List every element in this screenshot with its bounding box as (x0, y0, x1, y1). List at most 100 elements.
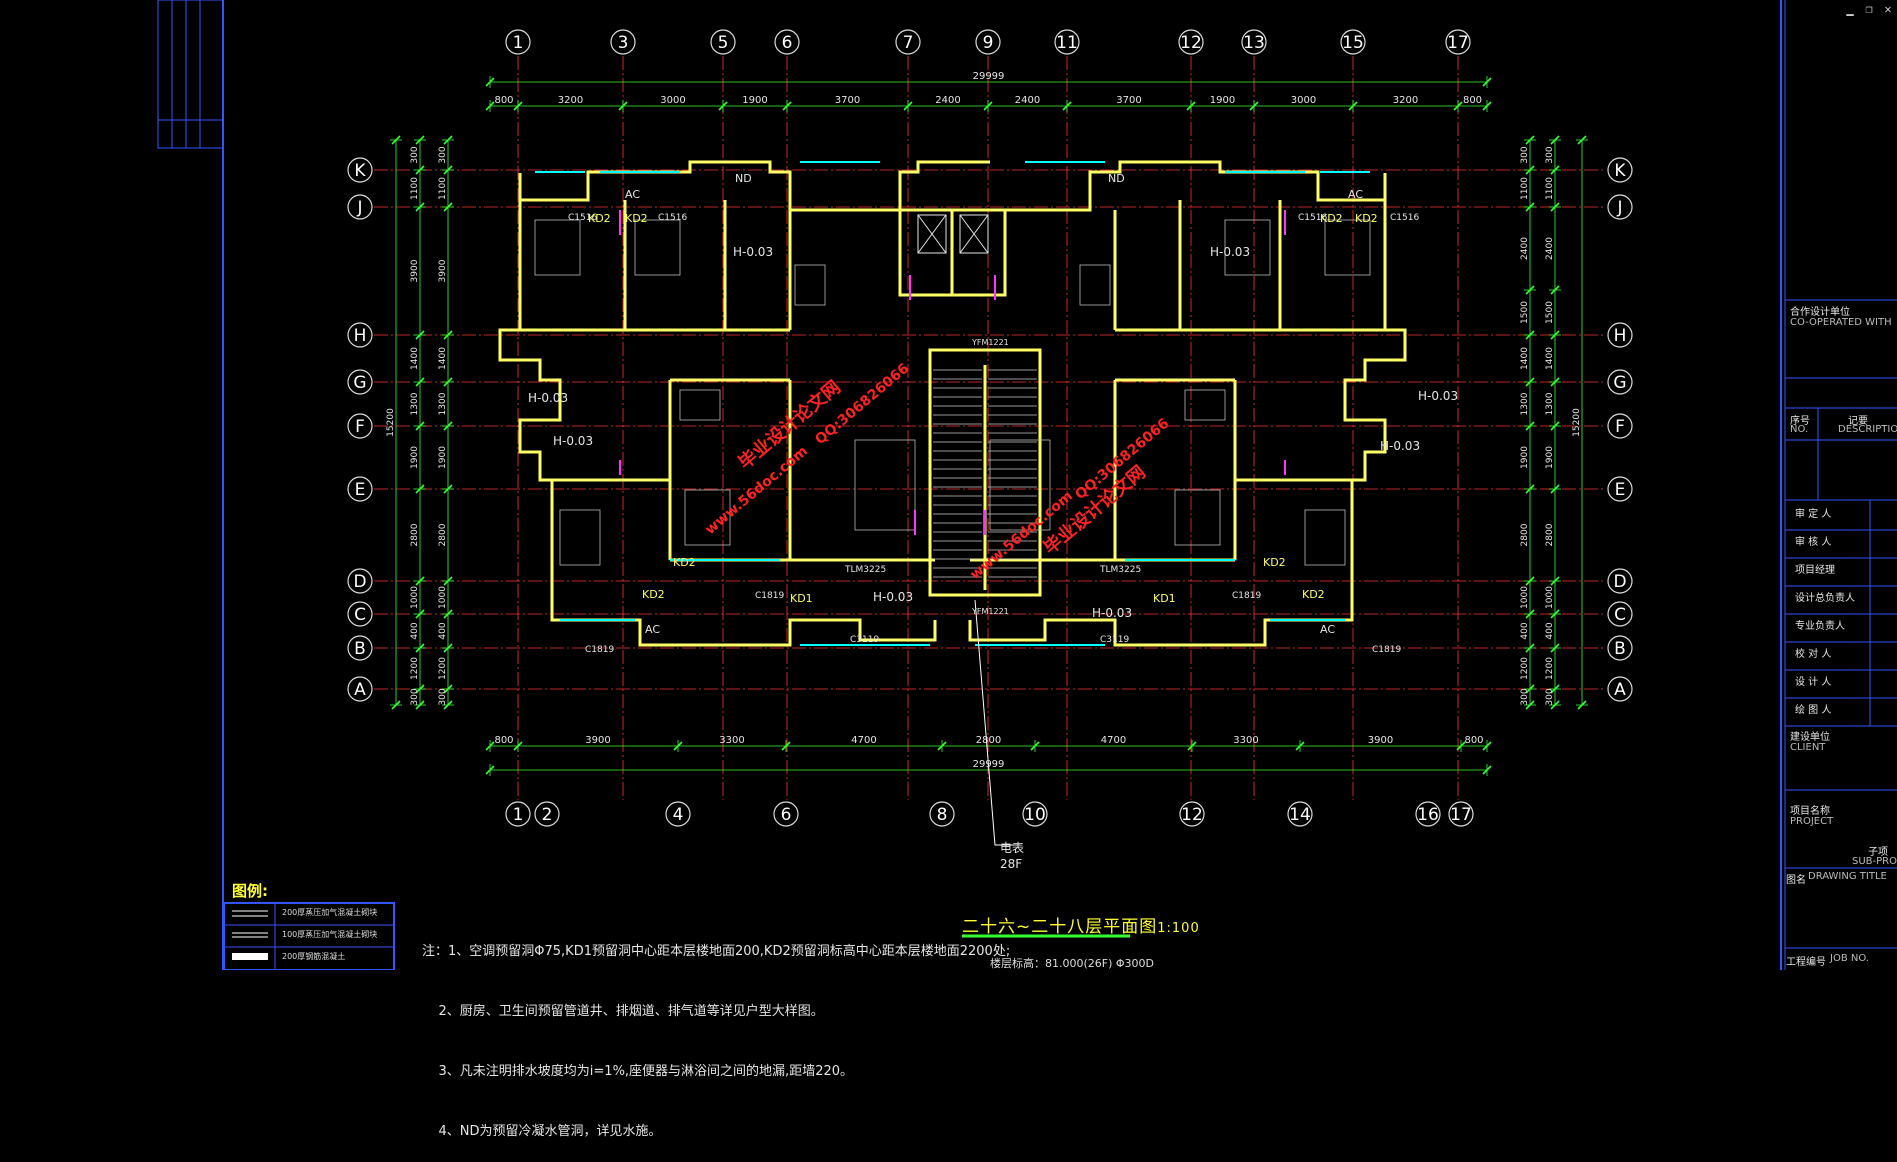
minimize-button[interactable]: ▁ (1846, 2, 1854, 16)
dim-right-row2-arrow-4 (1525, 330, 1535, 340)
axis-right-D-circle (1607, 568, 1633, 594)
elevator-shafts (917, 214, 989, 254)
tb-role-0: 审 定 人 (1795, 509, 1832, 520)
axis-left-D-label: D (353, 572, 366, 592)
tag-nd-r1: ND (1108, 172, 1125, 185)
dim-right-row2-value-2: 2400 (1520, 237, 1530, 260)
dim-right-row-value-0: 300 (1545, 146, 1555, 163)
close-button[interactable]: ✕ (1884, 2, 1892, 16)
tag-h003-l4: H-0.03 (873, 590, 913, 604)
dim-bottom-row1-value-1: 3900 (585, 735, 610, 746)
tb-subproject-en: SUB-PRO (1852, 856, 1897, 867)
dim-left-row-arrow-4 (415, 377, 425, 387)
axis-top-15-circle (1340, 29, 1366, 55)
drawing-title: 二十六~二十八层平面图1:100 (962, 912, 1200, 937)
axis-top-7: 7 (895, 29, 921, 55)
tb-role-3: 设计总负责人 (1795, 593, 1855, 604)
axis-right-H-label: H (1614, 326, 1627, 346)
dim-right-row-value-8: 1000 (1545, 586, 1555, 609)
axis-right-J-circle (1607, 194, 1633, 220)
dim-right-total-value-0: 15200 (1572, 408, 1582, 437)
door-marks (619, 210, 1286, 535)
dim-top-row1-value-0: 800 (494, 95, 513, 106)
dim-bottom-row1-value-3: 4700 (851, 735, 876, 746)
axis-right-K-circle (1607, 157, 1633, 183)
legend-swatches (232, 910, 268, 960)
axis-top-17: 17 (1445, 29, 1471, 55)
dim-right-row2-arrow-9 (1525, 609, 1535, 619)
tb-cooperate-en: CO-OPERATED WITH (1790, 317, 1892, 328)
note-1: 注：1、空调预留洞Φ75,KD1预留洞中心距本层楼地面200,KD2预留洞标高中… (422, 944, 1011, 959)
dim-left-row2-arrow-5 (443, 421, 453, 431)
dim-top-row1-arrow-6 (983, 101, 993, 111)
dim-right-row-value-7: 2800 (1545, 523, 1555, 546)
left-revision-strip (157, 0, 224, 970)
tag-h003-l2: H-0.03 (528, 391, 568, 405)
tag-kd2-r1: KD2 (1320, 212, 1343, 225)
stair-treads (933, 369, 1037, 578)
dim-right-row2-value-1: 1100 (1520, 177, 1530, 200)
axis-right-F: F (1607, 413, 1633, 439)
dim-left-row-value-1: 1100 (410, 177, 420, 200)
dim-left-row-arrow-1 (415, 165, 425, 175)
axis-right-B: B (1607, 635, 1633, 661)
dim-left-row2-value-8: 400 (438, 622, 448, 639)
axis-left-K: K (347, 157, 373, 183)
tag-c1516-l2: C1516 (658, 213, 687, 223)
tb-role-2: 项目经理 (1795, 565, 1835, 576)
axis-left-F-circle (347, 413, 373, 439)
dim-left-row2-arrow-0 (443, 135, 453, 145)
tag-h003-r3: H-0.03 (1380, 439, 1420, 453)
dim-left-row2-arrow-9 (443, 643, 453, 653)
dim-right-row2-value-8: 1000 (1520, 586, 1530, 609)
axis-bottom-16: 16 (1415, 801, 1441, 827)
axis-bottom-12: 12 (1179, 801, 1205, 827)
axis-top-7-label: 7 (903, 33, 914, 53)
axis-left-E-circle (347, 476, 373, 502)
axis-top-11-label: 11 (1056, 33, 1078, 53)
tag-tlm3225-l1: TLM3225 (844, 565, 886, 575)
dim-right-row-value-9: 400 (1545, 622, 1555, 639)
dim-left-total-arrow-1 (391, 700, 401, 710)
axis-left-J: J (347, 194, 373, 220)
dim-right-row-arrow-1 (1550, 165, 1560, 175)
dim-left-row2-value-6: 2800 (438, 523, 448, 546)
tag-kd1-l1: KD1 (790, 592, 813, 605)
axis-top-9: 9 (975, 29, 1001, 55)
dim-bottom-row1-value-7: 3900 (1368, 735, 1393, 746)
dim-bottom-row1-arrow-1 (513, 741, 523, 751)
dim-right-row2-value-9: 400 (1520, 622, 1530, 639)
axis-bottom-6: 6 (773, 801, 799, 827)
dim-bottom-row1-arrow-4 (937, 741, 947, 751)
axis-bottom-14-circle (1287, 801, 1313, 827)
tag-h003-l3: H-0.03 (553, 434, 593, 448)
dim-left-row-arrow-5 (415, 421, 425, 431)
axis-right-G-circle (1607, 369, 1633, 395)
dim-left-row2-value-5: 1900 (438, 446, 448, 469)
dim-bottom-row1-value-5: 4700 (1101, 735, 1126, 746)
axis-bottom-10-circle (1022, 801, 1048, 827)
dim-right-row2-arrow-7 (1525, 484, 1535, 494)
axis-top-6-label: 6 (782, 33, 793, 53)
axis-left-F-label: F (355, 417, 365, 437)
axis-top-3-circle (610, 29, 636, 55)
dim-right-row-arrow-7 (1550, 484, 1560, 494)
tag-c1819-l2: C1819 (585, 645, 614, 655)
dim-top-row1-value-1: 3200 (558, 95, 583, 106)
axis-left-D: D (347, 568, 373, 594)
restore-button[interactable]: ❐ (1865, 2, 1873, 16)
axis-right-E-circle (1607, 476, 1633, 502)
tb-job-en: JOB NO. (1830, 953, 1869, 964)
tb-subproject-cn: 子项 (1868, 847, 1888, 858)
dim-top-row1-arrow-8 (1186, 101, 1196, 111)
dim-left-row-value-6: 2800 (410, 523, 420, 546)
axis-bottom-17-circle (1448, 801, 1474, 827)
legend-item-1: 200厚蒸压加气混凝土砌块 (282, 908, 378, 917)
dim-right-row-value-11: 300 (1545, 688, 1555, 705)
cad-drawing-canvas[interactable]: 1356791112131517124681012141617KJHGFEDCB… (0, 0, 1897, 970)
axis-top-13: 13 (1241, 29, 1267, 55)
axis-top-1: 1 (505, 29, 531, 55)
tag-c1819-r1: C1819 (1232, 591, 1261, 601)
dim-right-total-arrow-0 (1577, 135, 1587, 145)
axis-bottom-1: 1 (505, 801, 531, 827)
